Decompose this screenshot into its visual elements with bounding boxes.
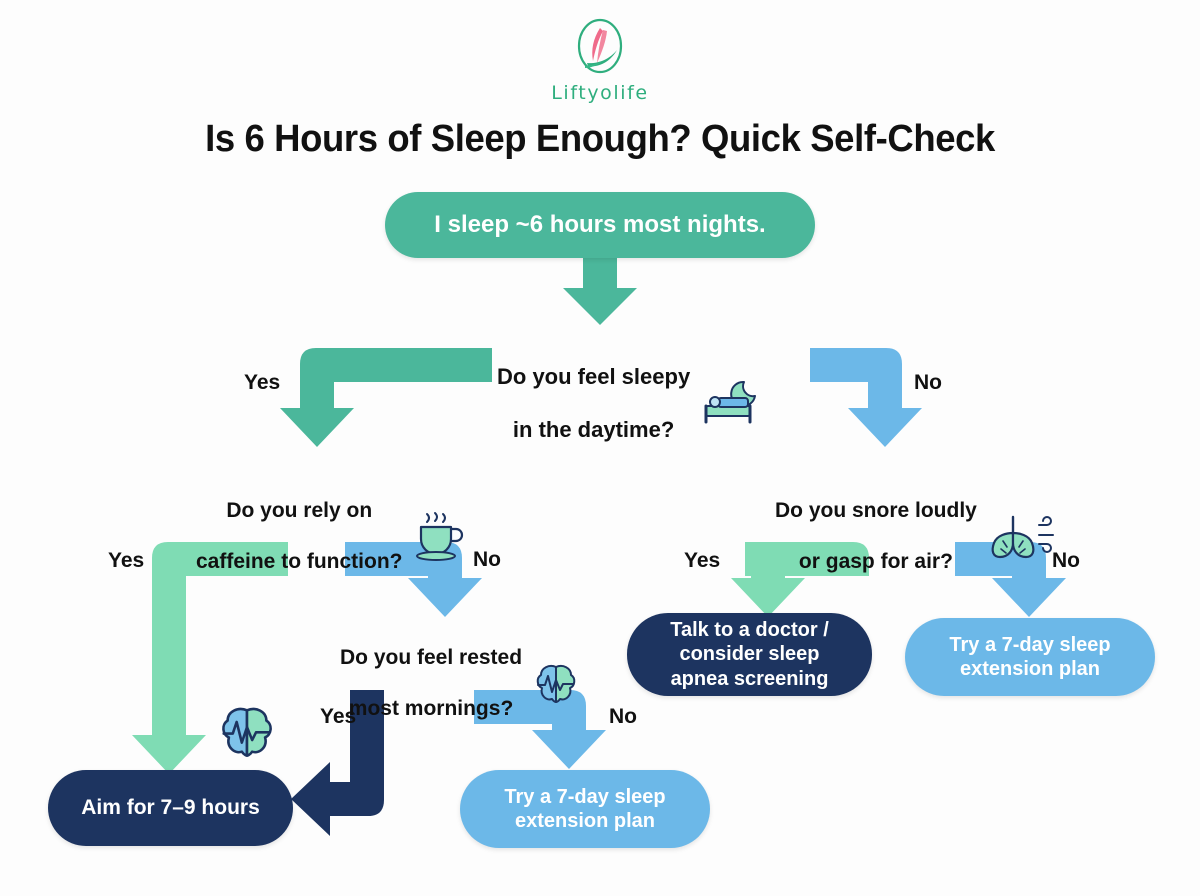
decision-snoring-text: Do you snore loudly or gasp for air? (775, 473, 977, 599)
branch-label-q4-no: No (609, 705, 637, 728)
lungs-icon (991, 515, 1054, 559)
branch-label-q2-yes: Yes (108, 549, 145, 572)
decision-line-2: or gasp for air? (798, 549, 953, 573)
outcome-line-2: extension plan (514, 810, 655, 832)
decision-daytime-sleepiness: Do you feel sleepy in the daytime? (497, 338, 767, 470)
leaf-circle-logo-icon (577, 18, 623, 74)
branch-label-q3-yes: Yes (684, 549, 721, 572)
branch-label-q2-no: No (473, 548, 501, 571)
outcome-sleep-extension-right-text: Try a 7-day sleep extension plan (949, 633, 1110, 682)
outcome-sleep-extension-bottom[interactable]: Try a 7-day sleep extension plan (460, 770, 710, 848)
decision-line-1: Do you rely on (226, 499, 373, 523)
outcome-line-1: Try a 7-day sleep (504, 785, 666, 808)
decision-caffeine-reliance-text: Do you rely on caffeine to function? (196, 473, 403, 599)
coffee-cup-icon (415, 511, 463, 561)
edge-start-to-q1 (563, 258, 637, 325)
decision-rested-mornings-text: Do you feel rested most mornings? (340, 620, 522, 746)
edge-q1-no-to-q3 (810, 348, 922, 447)
brain-accent-icon (222, 707, 272, 757)
outcome-aim-label: Aim for 7–9 hours (81, 796, 260, 820)
decision-snoring: Do you snore loudly or gasp for air? (775, 473, 1095, 599)
node-start-label: I sleep ~6 hours most nights. (434, 211, 766, 239)
branch-label-q4-yes: Yes (320, 705, 357, 728)
decision-line-2: most mornings? (348, 696, 514, 720)
branch-label-q1-no: No (914, 371, 942, 394)
outcome-doctor-apnea[interactable]: Talk to a doctor / consider sleep apnea … (627, 613, 872, 696)
outcome-line-1: Talk to a doctor / (670, 618, 829, 641)
outcome-line-2: extension plan (959, 658, 1100, 680)
branch-label-q3-no: No (1052, 549, 1080, 572)
decision-rested-mornings: Do you feel rested most mornings? (340, 620, 600, 746)
edge-q1-yes-to-q2 (280, 348, 492, 447)
decision-line-1: Do you feel rested (340, 646, 523, 670)
bed-moon-icon (704, 380, 757, 424)
outcome-aim-7-9-hours[interactable]: Aim for 7–9 hours (48, 770, 293, 846)
decision-line-1: Do you snore loudly (775, 499, 977, 523)
decision-line-2: caffeine to function? (196, 549, 403, 573)
decision-line-2: in the daytime? (512, 417, 675, 443)
node-start[interactable]: I sleep ~6 hours most nights. (385, 192, 815, 258)
brand-name: Liftyolife (551, 82, 649, 104)
brand-header: Liftyolife (0, 14, 1200, 104)
outcome-sleep-extension-bottom-text: Try a 7-day sleep extension plan (504, 785, 665, 834)
branch-label-q1-yes: Yes (244, 371, 281, 394)
outcome-sleep-extension-right[interactable]: Try a 7-day sleep extension plan (905, 618, 1155, 696)
decision-line-1: Do you feel sleepy (497, 364, 691, 390)
decision-daytime-sleepiness-text: Do you feel sleepy in the daytime? (497, 338, 690, 470)
outcome-doctor-apnea-text: Talk to a doctor / consider sleep apnea … (670, 618, 829, 691)
page-title: Is 6 Hours of Sleep Enough? Quick Self-C… (205, 118, 995, 160)
brain-icon (536, 664, 576, 703)
outcome-line-1: Try a 7-day sleep (949, 633, 1111, 656)
outcome-line-3: apnea screening (670, 667, 829, 690)
outcome-line-2: consider sleep (679, 643, 820, 666)
decision-caffeine-reliance: Do you rely on caffeine to function? (196, 473, 486, 599)
